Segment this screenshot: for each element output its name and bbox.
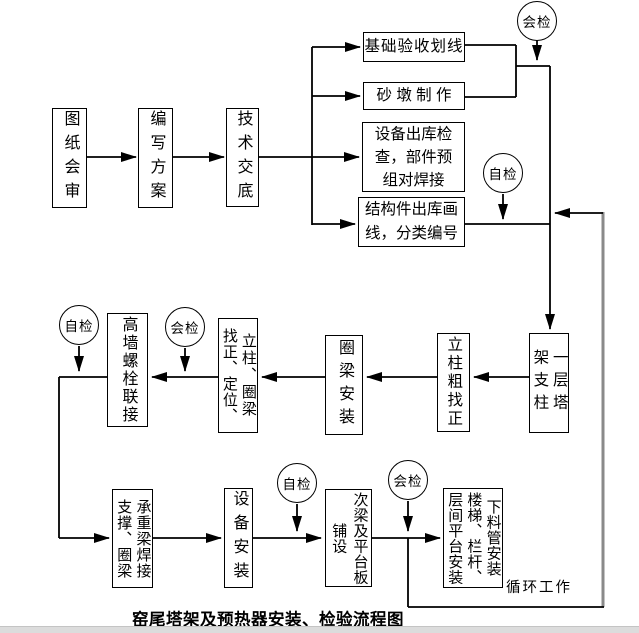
box-equipment-install: 设备安装 xyxy=(224,488,253,588)
self-check-circle-top: 自检 xyxy=(483,153,523,193)
box-final-install: 下料管安装 楼梯、栏杆、 层间平台安装 xyxy=(443,488,503,588)
joint-check-label: 会检 xyxy=(522,15,552,30)
box-tech-disclosure-label: 技术交底 xyxy=(234,109,252,206)
box-tower-layer-col-1: 一层塔 xyxy=(550,349,568,417)
box-bolt-connection-label: 高墙螺栓联接 xyxy=(119,316,137,424)
box-structural-outbound-label: 结构件出库画 线，分类编号 xyxy=(364,201,458,242)
box-bearing-beam-col-2: 支撑、圈梁 xyxy=(115,498,133,579)
box-equipment-install-label: 设备安装 xyxy=(230,490,248,586)
diagram-caption: 窑尾塔架及预热器安装、检验流程图 xyxy=(132,611,404,629)
box-ring-beam-install-label: 圈梁安装 xyxy=(336,339,353,431)
box-drawing-review-label: 图纸会审 xyxy=(61,110,79,206)
box-foundation-acceptance: 基础验收划线 xyxy=(363,32,465,62)
joint-check-label: 会检 xyxy=(393,474,423,489)
box-structural-outbound: 结构件出库画 线，分类编号 xyxy=(358,197,465,247)
box-align-position-col-1: 立柱、圈梁 xyxy=(239,333,257,418)
box-align-position-col-2: 找正、定位、 xyxy=(220,327,238,424)
box-tech-disclosure: 技术交底 xyxy=(226,108,259,207)
box-equipment-outbound-label: 设备出库检 查，部件预 组对焊接 xyxy=(374,125,453,189)
box-column-rough-align: 立柱粗找正 xyxy=(437,333,470,432)
box-tower-layer-col-2: 架支柱 xyxy=(531,349,549,417)
box-final-install-col-2: 楼梯、栏杆、 xyxy=(465,491,483,585)
box-drawing-review: 图纸会审 xyxy=(52,108,87,208)
box-bolt-connection: 高墙螺栓联接 xyxy=(107,313,148,427)
box-equipment-outbound: 设备出库检 查，部件预 组对焊接 xyxy=(362,122,465,192)
box-bearing-beam-weld: 承重梁焊接 支撑、圈梁 xyxy=(112,489,153,588)
self-check-label: 自检 xyxy=(488,167,518,182)
box-align-position: 立柱、圈梁 找正、定位、 xyxy=(218,318,258,433)
box-secondary-beam-col-2: 铺设 xyxy=(330,522,348,554)
box-final-install-col-3: 层间平台安装 xyxy=(446,491,464,585)
box-bearing-beam-col-1: 承重梁焊接 xyxy=(134,498,152,579)
cycle-work-label: 循环工作 xyxy=(506,580,572,596)
box-secondary-beam: 次梁及平台板 铺设 xyxy=(325,489,372,587)
box-tower-layer-columns: 一层塔 架支柱 xyxy=(529,333,569,433)
box-write-plan: 编写方案 xyxy=(138,108,173,208)
box-sand-pier: 砂 墩 制 作 xyxy=(363,82,465,110)
self-check-label: 自检 xyxy=(64,319,94,334)
joint-check-circle-top: 会检 xyxy=(517,1,557,41)
box-secondary-beam-col-1: 次梁及平台板 xyxy=(351,491,369,585)
box-column-rough-align-label: 立柱粗找正 xyxy=(445,336,463,429)
joint-check-label: 会检 xyxy=(170,321,200,336)
joint-check-circle-bottom: 会检 xyxy=(388,460,428,500)
box-ring-beam-install: 圈梁安装 xyxy=(325,335,363,435)
joint-check-circle-middle: 会检 xyxy=(165,307,205,347)
box-final-install-col-1: 下料管安装 xyxy=(484,499,502,577)
box-foundation-acceptance-label: 基础验收划线 xyxy=(364,38,464,56)
self-check-label: 自检 xyxy=(282,477,312,492)
self-check-circle-bottom: 自检 xyxy=(277,463,317,503)
self-check-circle-middle: 自检 xyxy=(59,305,99,345)
bottom-edge-strip xyxy=(0,626,639,633)
box-write-plan-label: 编写方案 xyxy=(147,110,165,206)
box-sand-pier-label: 砂 墩 制 作 xyxy=(376,87,452,105)
